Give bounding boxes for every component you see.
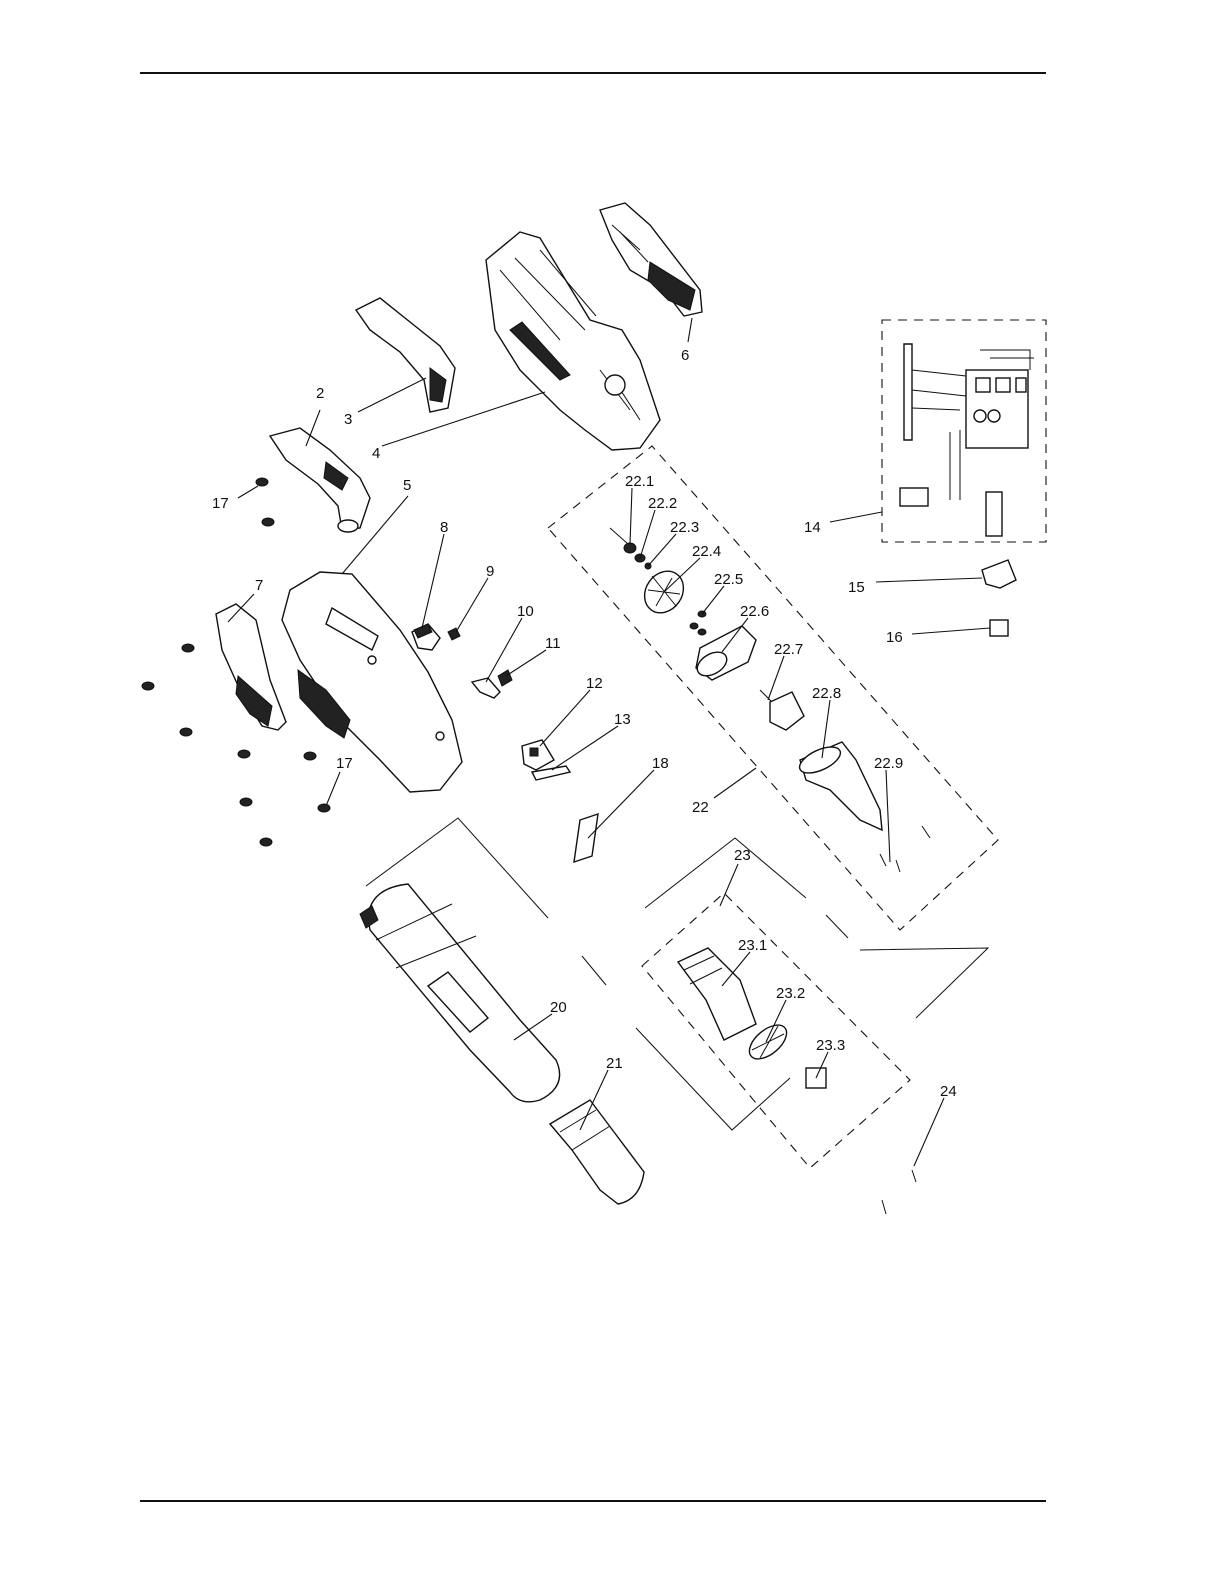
part-22-7-motor bbox=[760, 690, 804, 730]
part-9-spring bbox=[448, 628, 460, 640]
part-24-screws bbox=[882, 1170, 916, 1214]
callout-17-b: 17 bbox=[336, 755, 353, 772]
callout-24: 24 bbox=[940, 1083, 957, 1100]
part-14-control-board bbox=[900, 344, 1034, 536]
callout-23: 23 bbox=[734, 847, 751, 864]
callout-22-8: 22.8 bbox=[812, 685, 841, 702]
callout-16: 16 bbox=[886, 629, 903, 646]
callout-22-2: 22.2 bbox=[648, 495, 677, 512]
part-22-9-screws bbox=[880, 826, 930, 872]
group-23-outline-right bbox=[826, 915, 848, 938]
part-2-grip bbox=[270, 428, 370, 532]
part-20-tube bbox=[360, 884, 560, 1102]
part-7-side-cover bbox=[216, 604, 286, 730]
group-23-outline-far bbox=[860, 948, 988, 1018]
part-21-nozzle bbox=[550, 1100, 644, 1204]
callout-22: 22 bbox=[692, 799, 709, 816]
callout-10: 10 bbox=[517, 603, 534, 620]
part-22-8-motor-cover bbox=[796, 742, 882, 830]
callout-23-1: 23.1 bbox=[738, 937, 767, 954]
part-16-connector bbox=[990, 620, 1008, 636]
callout-8: 8 bbox=[440, 519, 448, 536]
part-23-1-ring bbox=[678, 948, 756, 1040]
callout-9: 9 bbox=[486, 563, 494, 580]
callout-22-7: 22.7 bbox=[774, 641, 803, 658]
callout-17-a: 17 bbox=[212, 495, 229, 512]
part-22-1-nut bbox=[610, 528, 636, 553]
callout-22-6: 22.6 bbox=[740, 603, 769, 620]
group-23-outline bbox=[645, 838, 806, 908]
callout-23-2: 23.2 bbox=[776, 985, 805, 1002]
callout-22-4: 22.4 bbox=[692, 543, 721, 560]
callout-18: 18 bbox=[652, 755, 669, 772]
callout-7: 7 bbox=[255, 577, 263, 594]
callout-3: 3 bbox=[344, 411, 352, 428]
callout-13: 13 bbox=[614, 711, 631, 728]
callout-14: 14 bbox=[804, 519, 821, 536]
callout-11: 11 bbox=[545, 635, 561, 652]
callout-22-5: 22.5 bbox=[714, 571, 743, 588]
part-3-handle-half bbox=[356, 298, 455, 412]
part-11-spring bbox=[498, 670, 512, 686]
callout-21: 21 bbox=[606, 1055, 623, 1072]
part-22-5-screws bbox=[690, 611, 706, 635]
callout-4: 4 bbox=[372, 445, 380, 462]
callout-22-9: 22.9 bbox=[874, 755, 903, 772]
part-18-label bbox=[574, 814, 598, 862]
callout-2: 2 bbox=[316, 385, 324, 402]
callout-22-1: 22.1 bbox=[625, 473, 654, 490]
part-8-trigger bbox=[412, 624, 440, 650]
part-15-bracket bbox=[982, 560, 1016, 588]
callout-23-3: 23.3 bbox=[816, 1037, 845, 1054]
callout-15: 15 bbox=[848, 579, 865, 596]
part-6-handle-cover bbox=[600, 203, 702, 316]
callout-5: 5 bbox=[403, 477, 411, 494]
callout-20: 20 bbox=[550, 999, 567, 1016]
group-box-22 bbox=[548, 446, 998, 930]
callout-6: 6 bbox=[681, 347, 689, 364]
part-12-switch bbox=[522, 740, 554, 770]
tube-outline-bottom bbox=[582, 956, 606, 985]
callout-22-3: 22.3 bbox=[670, 519, 699, 536]
callout-12: 12 bbox=[586, 675, 603, 692]
